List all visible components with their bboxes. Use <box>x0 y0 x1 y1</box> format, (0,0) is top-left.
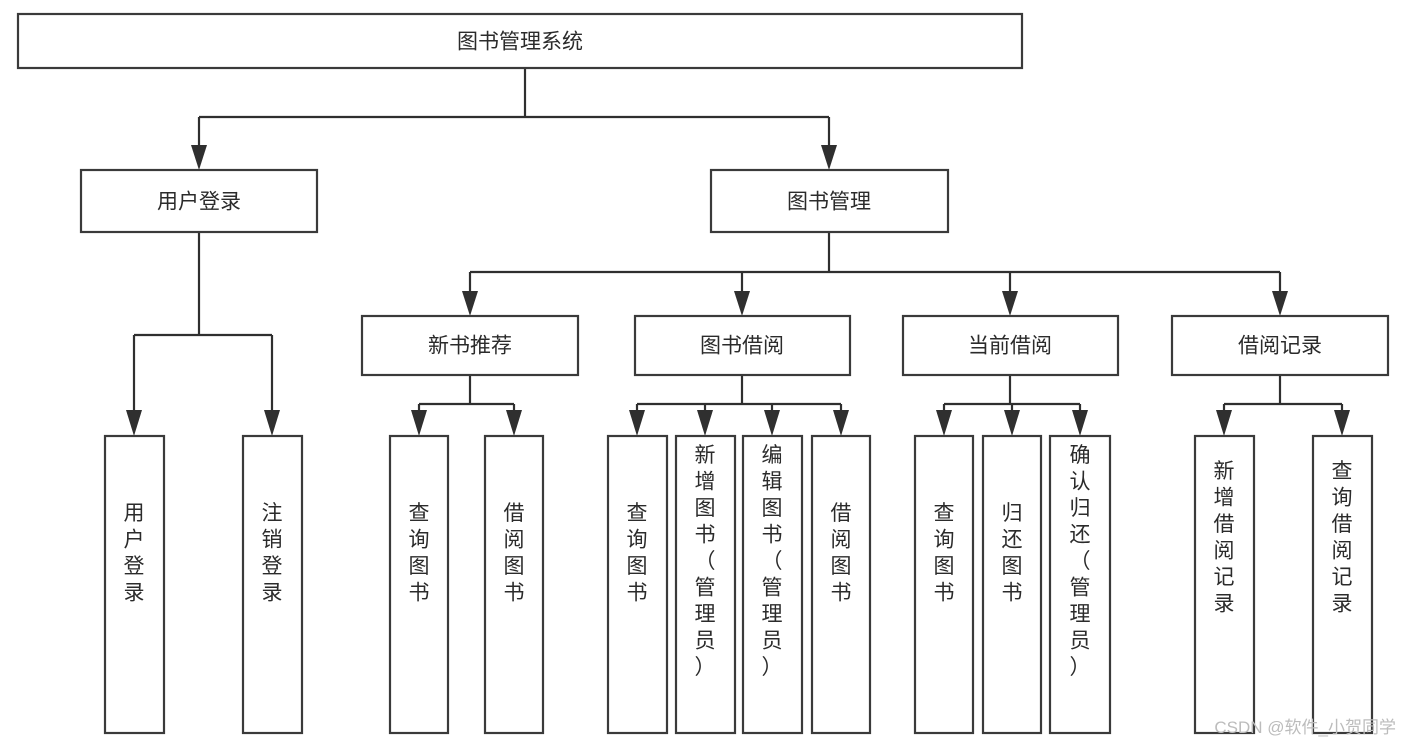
node-leaf-edit-book-admin-box[interactable] <box>741 434 804 735</box>
node-leaf-logout-box[interactable] <box>241 434 304 735</box>
arrow-head-book-mgmt <box>821 145 837 170</box>
node-leaf-query-borrow-record-box[interactable] <box>1311 434 1374 735</box>
node-leaf-add-borrow-record-box[interactable] <box>1193 434 1256 735</box>
node-leaf-user-login-label: 用户登录 <box>124 502 145 605</box>
node-leaf-borrow-book-2[interactable]: 借阅图书 <box>810 434 872 735</box>
node-user-login[interactable]: 用户登录 <box>79 168 319 234</box>
node-book-management-label: 图书管理 <box>787 191 871 214</box>
node-new-book-recommend-box[interactable] <box>360 314 580 377</box>
arrow-head-leaf-query-book-1 <box>411 410 427 436</box>
node-root-box[interactable] <box>16 12 1024 70</box>
node-leaf-query-book-2-box[interactable] <box>606 434 669 735</box>
node-new-book-recommend[interactable]: 新书推荐 <box>360 314 580 377</box>
node-leaf-return-book-label: 归还图书 <box>1002 502 1023 605</box>
arrow-head-leaf-logout <box>264 410 280 436</box>
arrow-head-leaf-add-record <box>1216 410 1232 436</box>
node-book-management-box[interactable] <box>709 168 950 234</box>
node-leaf-add-book-admin-box[interactable] <box>674 434 737 735</box>
arrow-head-leaf-edit-book <box>764 410 780 436</box>
node-leaf-return-book-box[interactable] <box>981 434 1043 735</box>
arrow-head-leaf-borrow-book-2 <box>833 410 849 436</box>
arrow-head-leaf-query-book-3 <box>936 410 952 436</box>
csdn-watermark: CSDN @软件_小贺同学 <box>1214 718 1396 737</box>
node-root[interactable]: 图书管理系统 <box>16 12 1024 70</box>
node-leaf-user-login[interactable]: 用户登录 <box>103 434 166 735</box>
arrow-head-user-login <box>191 145 207 170</box>
node-leaf-query-book-3-box[interactable] <box>913 434 975 735</box>
node-leaf-confirm-return-admin-label: 确认归还（管理员） <box>1070 444 1091 679</box>
node-leaf-add-book-admin[interactable]: 新增图书（管理员） <box>674 434 737 735</box>
node-leaf-user-login-box[interactable] <box>103 434 166 735</box>
arrow-head-leaf-query-book-2 <box>629 410 645 436</box>
node-book-borrow[interactable]: 图书借阅 <box>633 314 852 377</box>
node-current-borrow-label: 当前借阅 <box>968 335 1052 358</box>
arrow-head-new-book-rec <box>462 291 478 316</box>
node-leaf-query-book-1-box[interactable] <box>388 434 450 735</box>
node-borrow-record-label: 借阅记录 <box>1238 335 1322 358</box>
node-leaf-return-book[interactable]: 归还图书 <box>981 434 1043 735</box>
node-leaf-logout[interactable]: 注销登录 <box>241 434 304 735</box>
node-leaf-confirm-return-admin-box[interactable] <box>1048 434 1112 735</box>
node-layer: 图书管理系统 用户登录 图书管理 新书推荐 图书借阅 当前 <box>16 12 1390 735</box>
node-leaf-edit-book-admin-label: 编辑图书（管理员） <box>762 444 783 679</box>
arrow-head-leaf-add-book <box>697 410 713 436</box>
node-new-book-recommend-label: 新书推荐 <box>428 335 512 358</box>
node-user-login-box[interactable] <box>79 168 319 234</box>
arrow-head-leaf-user-login <box>126 410 142 436</box>
node-leaf-borrow-book-2-box[interactable] <box>810 434 872 735</box>
node-leaf-borrow-book-2-label: 借阅图书 <box>831 502 852 605</box>
node-leaf-query-book-1[interactable]: 查询图书 <box>388 434 450 735</box>
arrow-head-borrow-record <box>1272 291 1288 316</box>
arrow-head-current-borrow <box>1002 291 1018 316</box>
node-book-borrow-box[interactable] <box>633 314 852 377</box>
node-leaf-query-book-2-label: 查询图书 <box>627 502 648 605</box>
node-leaf-query-borrow-record-label: 查询借阅记录 <box>1332 460 1353 616</box>
node-leaf-add-book-admin-label: 新增图书（管理员） <box>695 444 716 679</box>
node-leaf-add-borrow-record-label: 新增借阅记录 <box>1214 460 1235 616</box>
arrow-head-leaf-query-record <box>1334 410 1350 436</box>
node-book-management[interactable]: 图书管理 <box>709 168 950 234</box>
node-user-login-label: 用户登录 <box>157 191 241 214</box>
node-book-borrow-label: 图书借阅 <box>700 335 784 358</box>
node-borrow-record-box[interactable] <box>1170 314 1390 377</box>
node-leaf-borrow-book-1-box[interactable] <box>483 434 545 735</box>
node-leaf-query-book-3[interactable]: 查询图书 <box>913 434 975 735</box>
node-borrow-record[interactable]: 借阅记录 <box>1170 314 1390 377</box>
node-leaf-edit-book-admin[interactable]: 编辑图书（管理员） <box>741 434 804 735</box>
node-leaf-logout-label: 注销登录 <box>262 502 283 605</box>
node-current-borrow-box[interactable] <box>901 314 1120 377</box>
arrow-head-leaf-return-book <box>1004 410 1020 436</box>
node-root-label: 图书管理系统 <box>457 31 583 54</box>
arrow-head-leaf-confirm-return <box>1072 410 1088 436</box>
node-leaf-query-book-2[interactable]: 查询图书 <box>606 434 669 735</box>
node-leaf-confirm-return-admin[interactable]: 确认归还（管理员） <box>1048 434 1112 735</box>
arrow-head-leaf-borrow-book-1 <box>506 410 522 436</box>
node-leaf-query-borrow-record[interactable]: 查询借阅记录 <box>1311 434 1374 735</box>
connector-layer <box>126 68 1350 436</box>
node-current-borrow[interactable]: 当前借阅 <box>901 314 1120 377</box>
node-leaf-borrow-book-1[interactable]: 借阅图书 <box>483 434 545 735</box>
node-leaf-borrow-book-1-label: 借阅图书 <box>504 502 525 605</box>
node-leaf-add-borrow-record[interactable]: 新增借阅记录 <box>1193 434 1256 735</box>
arrow-head-book-borrow <box>734 291 750 316</box>
node-leaf-query-book-1-label: 查询图书 <box>409 502 430 605</box>
node-leaf-query-book-3-label: 查询图书 <box>934 502 955 605</box>
